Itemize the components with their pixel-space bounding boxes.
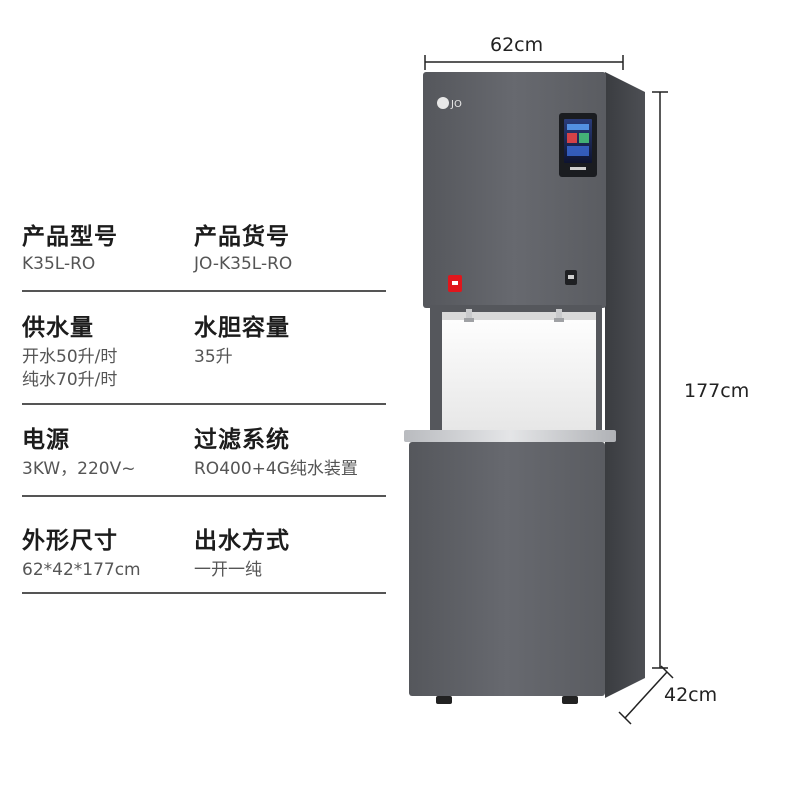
spec-value: RO400+4G纯水装置 (194, 459, 358, 479)
spec-value: 35升 (194, 347, 233, 367)
spec-label: 出水方式 (194, 528, 290, 554)
spec-sku: 产品货号 JO-K35L-RO (194, 222, 292, 275)
cabinet-lower-body (409, 442, 605, 696)
spec-value: 62*42*177cm (22, 560, 141, 580)
spec-outlet-mode: 出水方式 一开一纯 (194, 526, 290, 581)
spec-filter-system: 过滤系统 RO400+4G纯水装置 (194, 425, 358, 480)
spec-label: 过滤系统 (194, 427, 290, 453)
divider (22, 495, 386, 497)
spec-model: 产品型号 K35L-RO (22, 222, 118, 275)
spec-label: 电源 (22, 427, 70, 453)
pure-water-faucet (554, 309, 564, 322)
height-dimension-line (652, 91, 668, 669)
divider (22, 592, 386, 594)
svg-text:JO: JO (450, 99, 462, 110)
spec-label: 水胆容量 (194, 315, 290, 341)
spec-power: 电源 3KW，220V~ (22, 425, 136, 480)
control-panel-screen[interactable] (559, 113, 597, 177)
divider (22, 403, 386, 405)
spec-label: 外形尺寸 (22, 528, 118, 554)
spec-value-2: 纯水70升/时 (22, 370, 118, 390)
spec-label: 产品货号 (194, 224, 290, 250)
divider (22, 290, 386, 292)
hot-water-faucet (464, 309, 474, 322)
spec-value: JO-K35L-RO (194, 254, 293, 274)
brand-logo: JO (437, 97, 462, 110)
spec-water-supply: 供水量 开水50升/时 纯水70升/时 (22, 313, 117, 391)
basin-top-shadow (442, 312, 596, 320)
cabinet-side-panel (605, 72, 645, 698)
depth-label: 42cm (664, 684, 718, 706)
pure-water-button[interactable] (565, 270, 577, 285)
hot-water-button[interactable] (448, 275, 462, 292)
spec-label: 供水量 (22, 315, 94, 341)
foot-left (436, 696, 452, 704)
spec-dimensions: 外形尺寸 62*42*177cm (22, 526, 141, 581)
foot-right (562, 696, 578, 704)
depth-dimension-line (618, 665, 674, 725)
height-label: 177cm (684, 380, 750, 402)
dispensing-basin (442, 312, 596, 434)
width-label: 62cm (490, 34, 544, 56)
spec-value: 3KW，220V~ (22, 459, 136, 479)
spec-label: 产品型号 (22, 224, 118, 250)
spec-tank-capacity: 水胆容量 35升 (194, 313, 290, 368)
spec-value: 一开一纯 (194, 560, 262, 580)
spec-value: K35L-RO (22, 254, 96, 274)
width-dimension-line (424, 55, 624, 70)
drip-tray-shelf (404, 430, 616, 442)
spec-value: 开水50升/时 (22, 347, 118, 367)
